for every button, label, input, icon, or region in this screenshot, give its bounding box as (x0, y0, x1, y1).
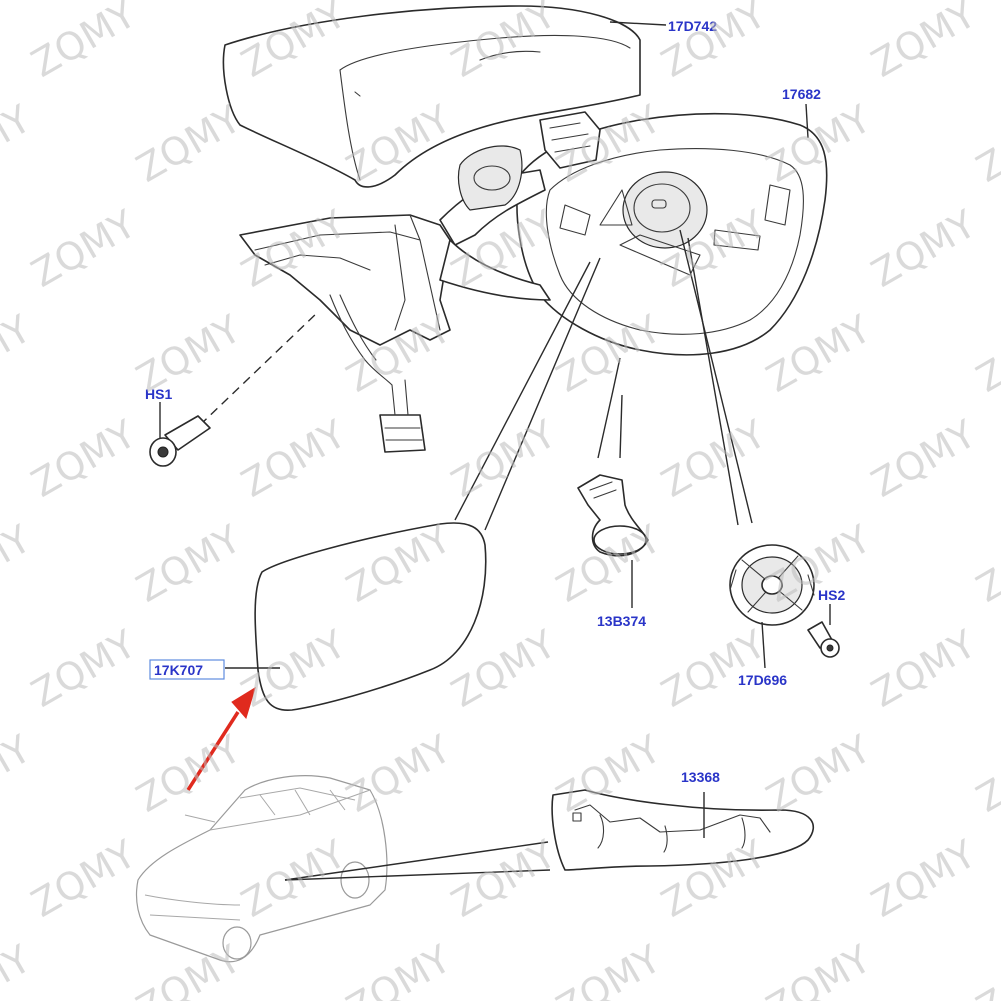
watermark-text: ZQMY (0, 516, 39, 610)
watermark-text: ZQMY (759, 726, 879, 820)
label-13b374: 13B374 (597, 613, 646, 629)
watermark-text: ZQMY (969, 516, 1001, 610)
label-17682: 17682 (782, 86, 821, 102)
label-17d742: 17D742 (668, 18, 717, 34)
watermark-text: ZQMY (129, 516, 249, 610)
watermark-text: ZQMY (654, 411, 774, 505)
watermark-text: ZQMY (0, 726, 39, 820)
label-17k707-highlight (149, 659, 225, 680)
watermark-text: ZQMY (24, 831, 144, 925)
vehicle-illustration (135, 775, 551, 963)
watermark-text: ZQMY (759, 936, 879, 1001)
watermark-text: ZQMY (0, 96, 39, 190)
watermark-text: ZQMY (129, 306, 249, 400)
watermark-text: ZQMY (654, 621, 774, 715)
label-hs1: HS1 (145, 386, 172, 402)
mirror-cover (222, 5, 641, 188)
label-13368: 13368 (681, 769, 720, 785)
watermark-text: ZQMY (864, 0, 984, 86)
watermark-text: ZQMY (339, 936, 459, 1001)
watermark-text: ZQMY (24, 411, 144, 505)
watermark-text: ZQMY (234, 411, 354, 505)
clip (577, 357, 649, 608)
red-arrow (186, 686, 256, 791)
motor (679, 229, 815, 669)
watermark-text: ZQMY (864, 411, 984, 505)
indicator-lamp (551, 789, 814, 871)
mirror-housing (516, 112, 828, 356)
watermark-text: ZQMY (654, 0, 774, 86)
watermark-text: ZQMY (549, 936, 669, 1001)
watermark-text: ZQMY (129, 96, 249, 190)
watermark-text: ZQMY (864, 831, 984, 925)
watermark-text: ZQMY (339, 726, 459, 820)
watermark-text: ZQMY (24, 201, 144, 295)
watermark-text: ZQMY (864, 621, 984, 715)
watermark-text: ZQMY (444, 831, 564, 925)
mirror-glass (225, 257, 601, 711)
mirror-base-bracket (239, 111, 601, 453)
screw-hs2 (807, 604, 840, 658)
watermark-text: ZQMY (0, 936, 39, 1001)
screw-hs1 (149, 311, 319, 467)
watermark-text: ZQMY (969, 96, 1001, 190)
watermark-text: ZQMY (969, 306, 1001, 400)
watermark-text: ZQMY (0, 306, 39, 400)
watermark-text: ZQMY (969, 936, 1001, 1001)
label-hs2: HS2 (818, 587, 845, 603)
leader-17d742 (609, 21, 667, 26)
watermark-text: ZQMY (24, 0, 144, 86)
label-17d696: 17D696 (738, 672, 787, 688)
watermark-text: ZQMY (24, 621, 144, 715)
leader-17682 (805, 103, 809, 139)
watermark-text: ZQMY (864, 201, 984, 295)
label-17k707: 17K707 (154, 662, 203, 678)
watermark-text: ZQMY (969, 726, 1001, 820)
